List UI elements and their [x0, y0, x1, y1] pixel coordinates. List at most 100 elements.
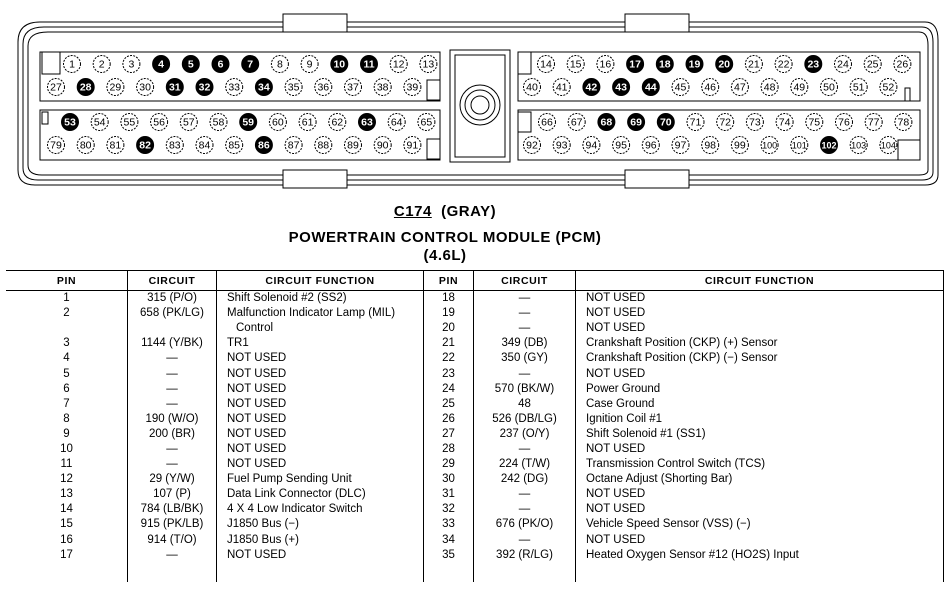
pin-102: 102 — [820, 136, 838, 154]
pin-number: 18 — [659, 59, 671, 71]
pin-18: 18 — [655, 55, 674, 73]
connector-id: C174 — [393, 203, 432, 220]
pin-cell: 6 — [6, 381, 128, 397]
pin-41: 41 — [552, 78, 571, 96]
pin-empty-marker — [849, 136, 868, 154]
pin-empty-marker — [76, 136, 95, 154]
pin-83: 83 — [165, 136, 184, 154]
pin-101: 101 — [790, 136, 809, 154]
pin-filled-marker — [211, 55, 230, 73]
pin-58: 58 — [209, 113, 228, 131]
pin-empty-marker — [387, 113, 406, 131]
pin-cell: 4 — [6, 351, 128, 367]
pin-empty-marker — [165, 136, 184, 154]
pin-number: 35 — [288, 82, 300, 94]
pin-29: 29 — [106, 78, 125, 96]
pin-85: 85 — [225, 136, 244, 154]
pin-cell: 11 — [6, 457, 128, 473]
pin-filled-marker — [76, 78, 95, 96]
pin-97: 97 — [671, 136, 690, 154]
pin-filled-marker — [330, 55, 349, 73]
pin-number: 55 — [124, 117, 136, 129]
function-cell: NOT USED — [216, 351, 424, 367]
pin-cell: 8 — [6, 411, 128, 427]
pin-empty-marker — [106, 136, 125, 154]
pin-filled-marker — [820, 136, 838, 154]
circuit-cell: — — [127, 441, 217, 458]
pin-number: 8 — [277, 59, 283, 71]
pin-46: 46 — [701, 78, 720, 96]
pin-empty-marker — [225, 78, 244, 96]
pin-empty-marker — [894, 113, 913, 131]
table-filler-row — [6, 562, 944, 582]
empty-cell — [473, 562, 576, 582]
pin-filled-marker — [715, 55, 734, 73]
pin-cell — [6, 321, 128, 337]
pin-empty-marker — [284, 78, 303, 96]
pin-number: 84 — [199, 140, 211, 152]
pin-empty-marker — [270, 55, 289, 73]
pin-79: 79 — [47, 136, 65, 154]
pin-filled-marker — [656, 113, 675, 131]
pin-51: 51 — [849, 78, 868, 96]
circuit-cell: 224 (T/W) — [473, 457, 576, 473]
pin-23: 23 — [804, 55, 823, 73]
pin-filled-marker — [685, 55, 704, 73]
pin-26: 26 — [893, 55, 912, 73]
function-cell: J1850 Bus (+) — [216, 532, 424, 548]
pin-cell: 29 — [423, 457, 474, 473]
pin-number: 5 — [188, 59, 194, 71]
pin-empty-marker — [314, 78, 333, 96]
pin-27: 27 — [47, 78, 65, 96]
pin-empty-marker — [864, 113, 883, 131]
pin-5: 5 — [181, 55, 200, 73]
empty-cell — [127, 562, 217, 582]
pin-filled-marker — [612, 78, 631, 96]
function-cell: Case Ground — [575, 396, 944, 412]
circuit-cell: 392 (R/LG) — [473, 547, 576, 563]
pin-69: 69 — [627, 113, 646, 131]
pin-62: 62 — [328, 113, 347, 131]
pin-67: 67 — [567, 113, 586, 131]
pin-cell: 32 — [423, 502, 474, 518]
function-cell: NOT USED — [216, 411, 424, 427]
pin-filled-marker — [254, 136, 273, 154]
pin-number: 98 — [704, 140, 716, 152]
pin-78: 78 — [894, 113, 913, 131]
pin-empty-marker — [106, 78, 125, 96]
function-cell: 4 X 4 Low Indicator Switch — [216, 502, 424, 518]
pin-number: 66 — [541, 117, 553, 129]
circuit-cell: 29 (Y/W) — [127, 472, 217, 488]
function-cell: Control — [216, 321, 424, 337]
pin-filled-marker — [165, 78, 184, 96]
pin-cell: 27 — [423, 426, 474, 442]
pin-number: 97 — [675, 140, 687, 152]
circuit-cell: 237 (O/Y) — [473, 426, 576, 442]
pin-66: 66 — [538, 113, 556, 131]
pin-89: 89 — [344, 136, 362, 154]
pin-empty-marker — [730, 78, 749, 96]
pin-filled-marker — [597, 113, 616, 131]
pin-99: 99 — [730, 136, 749, 154]
pin-empty-marker — [790, 78, 809, 96]
pin-number: 45 — [675, 82, 687, 94]
pin-57: 57 — [179, 113, 198, 131]
function-cell: NOT USED — [216, 396, 424, 412]
pin-39: 39 — [403, 78, 422, 96]
pin-cell: 18 — [423, 290, 474, 307]
function-cell: NOT USED — [575, 487, 944, 503]
pin-cell: 21 — [423, 336, 474, 352]
pin-77: 77 — [864, 113, 883, 131]
pin-number: 87 — [288, 140, 300, 152]
pin-28: 28 — [76, 78, 95, 96]
pin-4: 4 — [152, 55, 171, 73]
pin-filled-marker — [61, 113, 79, 131]
pin-87: 87 — [284, 136, 303, 154]
pin-10: 10 — [330, 55, 349, 73]
pin-empty-marker — [63, 55, 81, 73]
pin-empty-marker — [523, 78, 541, 96]
